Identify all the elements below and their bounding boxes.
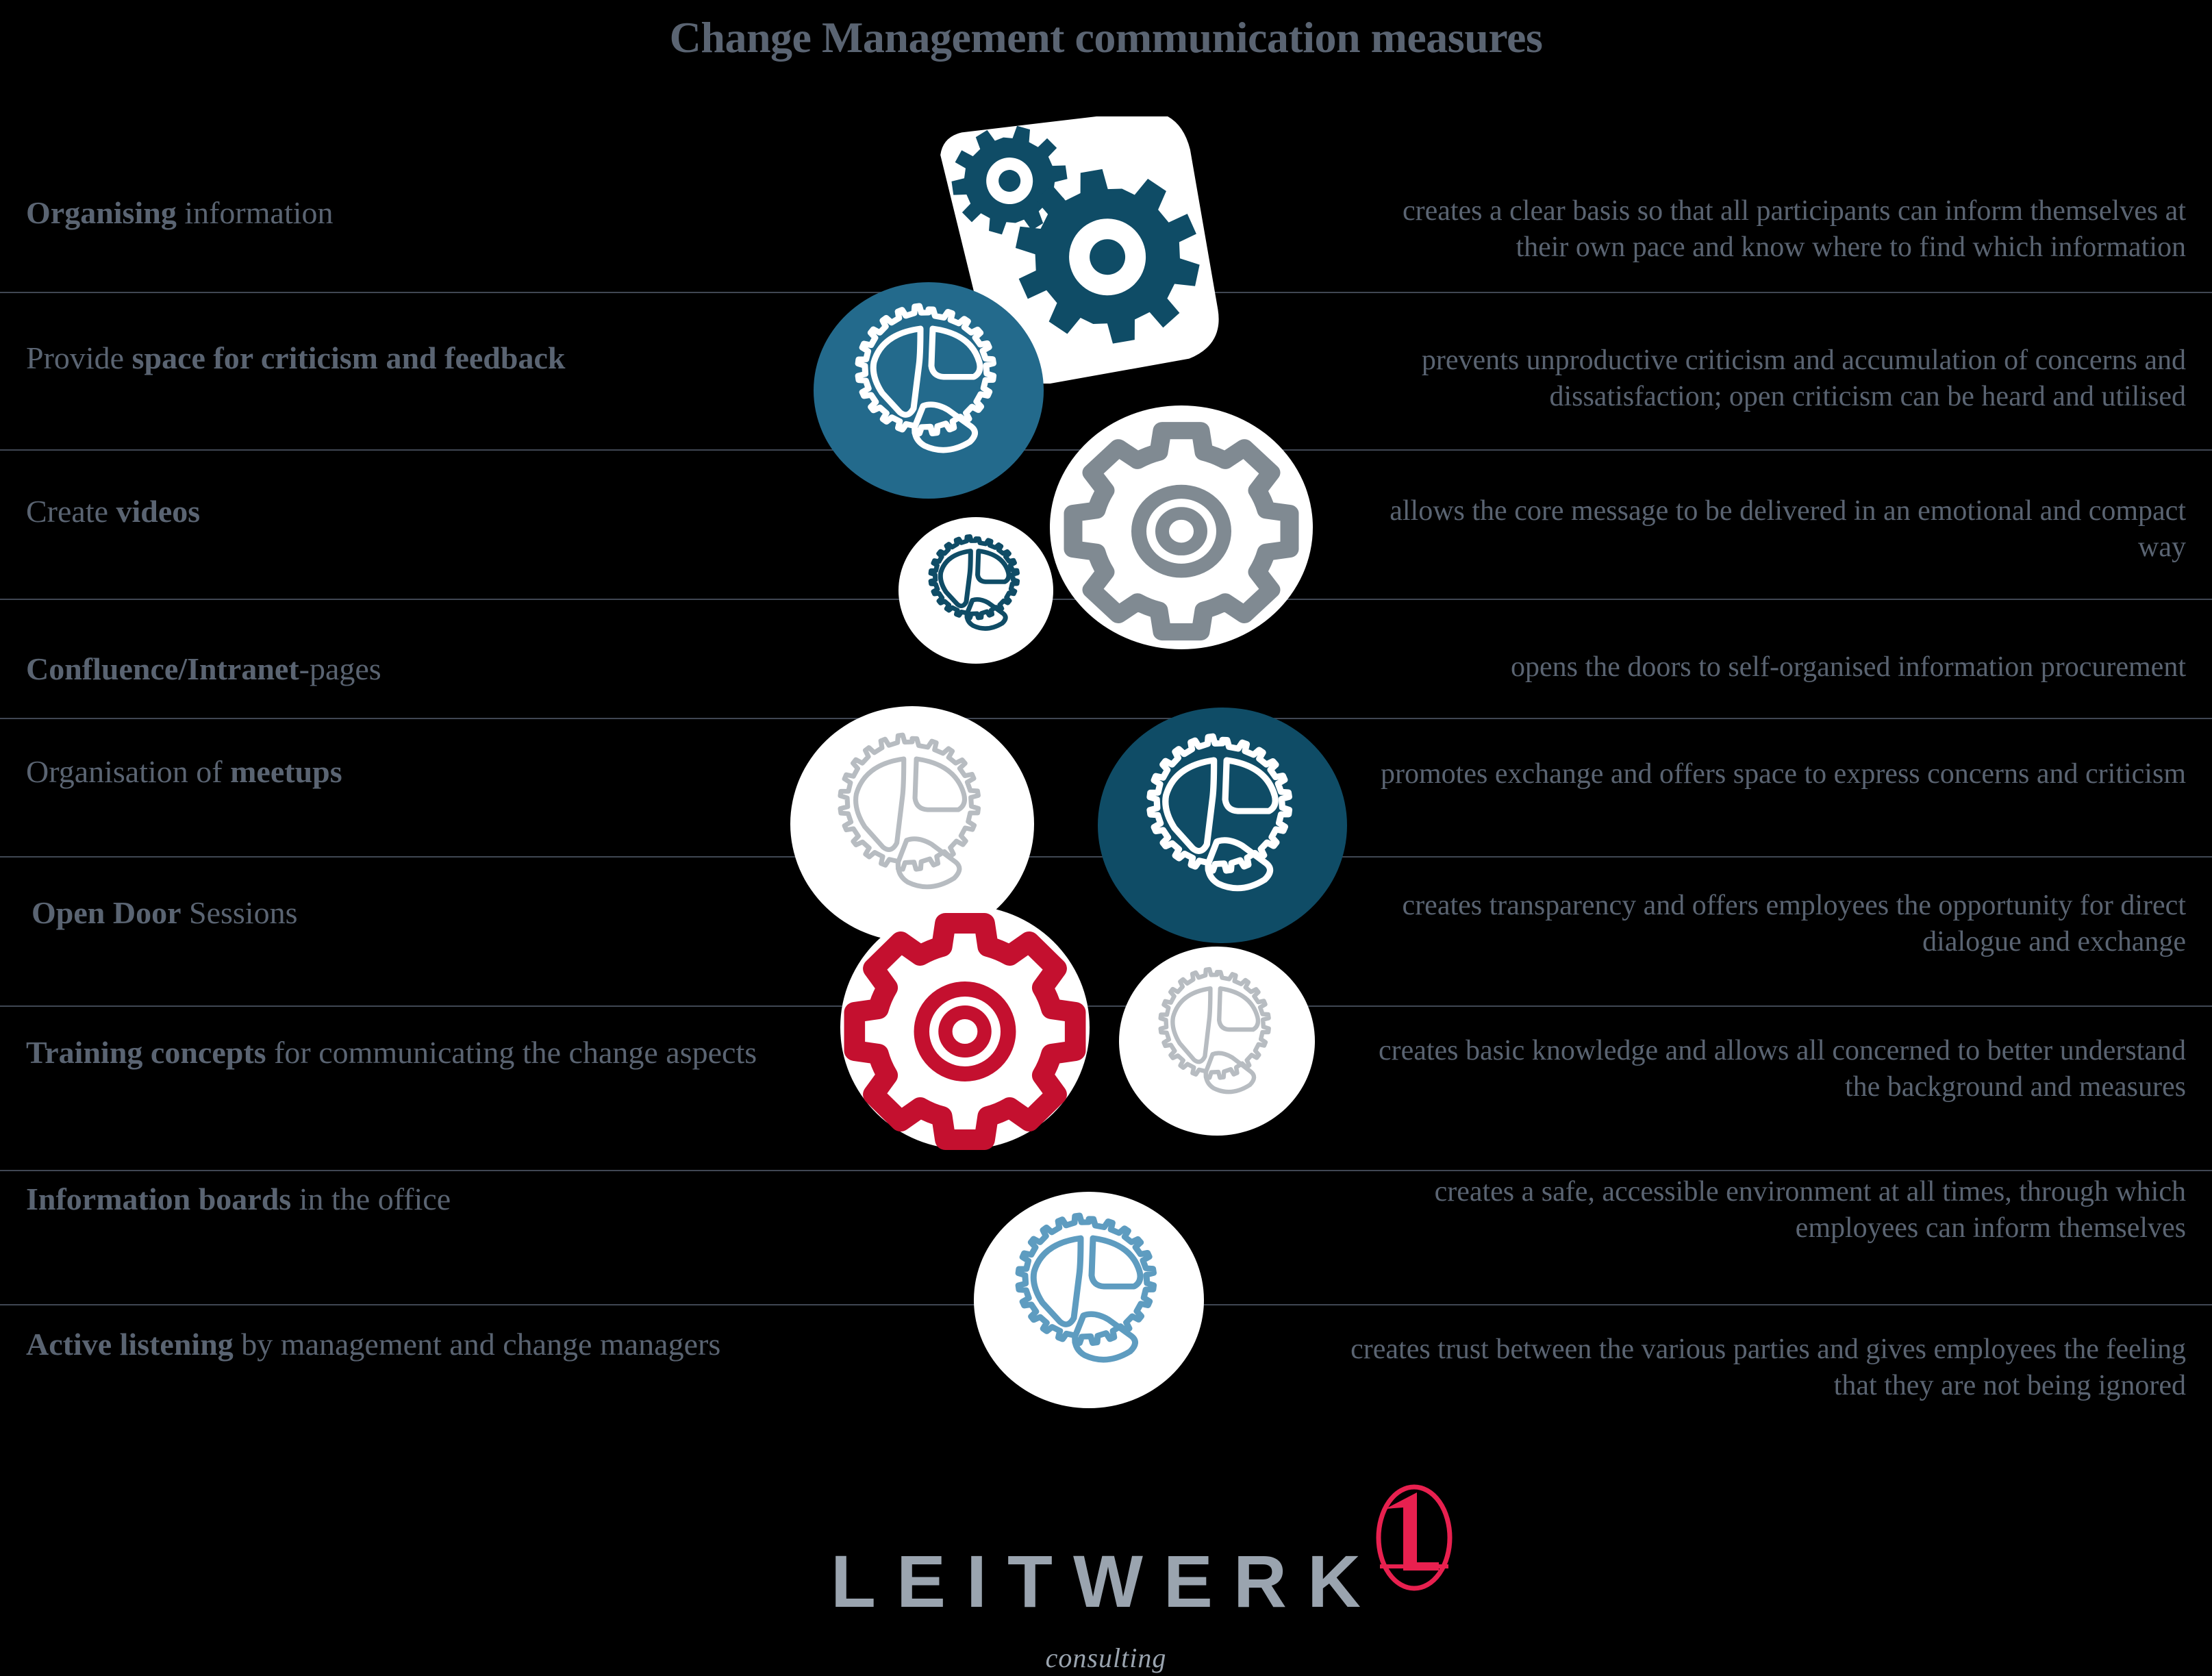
cog-gray-circle [1050, 405, 1313, 649]
logo-wordmark-text: LEITWERK [831, 1540, 1381, 1623]
logo-wordmark: LEITWERK [831, 1484, 1453, 1618]
logo-tagline: consulting [1045, 1642, 1167, 1673]
logo-l-ellipse-icon [1376, 1484, 1453, 1591]
benefit-text: creates a clear basis so that all partic… [1402, 195, 2186, 264]
benefit-text: creates transparency and offers employee… [1402, 890, 2186, 958]
cog-red-circle [840, 905, 1090, 1150]
brand-logo: LEITWERK consulting [0, 1484, 2212, 1674]
measure-label: Active listening by management and chang… [26, 1325, 820, 1364]
row-divider [0, 718, 2212, 719]
benefit-text: promotes exchange and offers space to ex… [1381, 758, 2186, 790]
page-title: Change Management communication measures [669, 13, 1543, 62]
measure-emphasis: meetups [230, 754, 342, 789]
row-divider [0, 856, 2212, 858]
row-divider [0, 1304, 2212, 1305]
measure-rest: Organisation of [26, 754, 231, 789]
measure-emphasis: videos [116, 494, 201, 529]
measure-rest: Provide [26, 340, 132, 375]
row-divider [0, 1170, 2212, 1171]
measure-rest: information [176, 195, 334, 230]
measure-rest: Create [26, 494, 116, 529]
measure-label: Information boards in the office [26, 1179, 820, 1219]
cog-small-blue-circle [898, 517, 1053, 664]
measure-label: Organisation of meetups [26, 752, 820, 792]
benefit-text: creates trust between the various partie… [1350, 1334, 2186, 1402]
gear-pair-dark-blue-card [940, 116, 1219, 384]
measure-rest: -pages [299, 651, 381, 686]
benefit-text: allows the core message to be delivered … [1390, 495, 2186, 564]
measure-emphasis: space for criticism and feedback [131, 340, 566, 375]
measure-emphasis: Organising [26, 195, 177, 230]
measure-emphasis: Active listening [26, 1327, 234, 1362]
measure-label: Provide space for criticism and feedback [26, 338, 820, 378]
measure-emphasis: Information boards [26, 1181, 292, 1216]
row-divider [0, 599, 2212, 600]
measure-rest: for communicating the change aspects [266, 1035, 757, 1070]
cog-lightgray-large-circle [790, 706, 1034, 942]
measure-label: Create videos [26, 492, 820, 531]
measure-rest: in the office [291, 1181, 451, 1216]
benefit-text: opens the doors to self-organised inform… [1511, 651, 2186, 683]
benefit-text: creates a safe, accessible environment a… [1434, 1176, 2186, 1245]
cog-ghost-circle [1119, 947, 1315, 1136]
measure-label: Training concepts for communicating the … [26, 1033, 820, 1073]
measure-emphasis: Training concepts [26, 1035, 266, 1070]
measure-label: Open Door Sessions [32, 893, 826, 933]
row-divider [0, 1005, 2212, 1007]
cog-medium-blue-circle [814, 282, 1044, 499]
measure-label: Organising information [26, 193, 820, 233]
benefit-text: creates basic knowledge and allows all c… [1378, 1035, 2186, 1103]
measure-rest: Sessions [181, 895, 298, 930]
cog-navy-circle [1098, 708, 1347, 943]
row-divider [0, 449, 2212, 451]
row-divider [0, 292, 2212, 293]
cog-lightblue-circle [974, 1192, 1204, 1408]
measure-label: Confluence/Intranet-pages [26, 649, 820, 689]
measure-rest: by management and change managers [233, 1327, 721, 1362]
measure-emphasis: Open Door [32, 895, 181, 930]
benefit-text: prevents unproductive criticism and accu… [1421, 345, 2186, 413]
measure-emphasis: Confluence/Intranet [26, 651, 299, 686]
